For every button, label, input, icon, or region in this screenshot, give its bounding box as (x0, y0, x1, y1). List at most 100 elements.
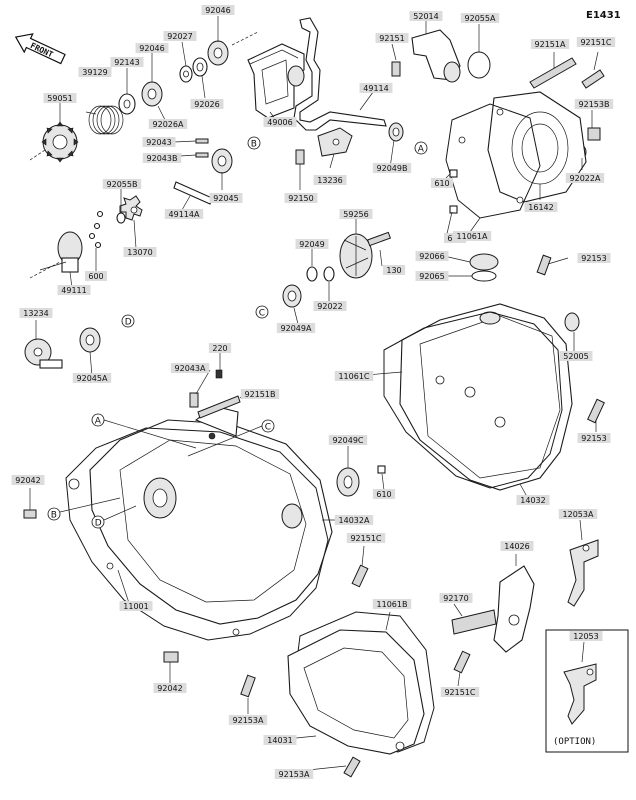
part-label-92046b: 92046 (135, 43, 169, 53)
svg-text:92055A: 92055A (465, 14, 496, 23)
part-label-610c: 610 (372, 489, 396, 499)
part-label-92049b: 92049B (372, 163, 412, 173)
part-label-92153_top: 92153 (577, 253, 611, 263)
pedal-12053A (567, 539, 599, 607)
part-label-13070: 13070 (123, 247, 157, 257)
washer-92022 (323, 266, 335, 282)
svg-text:92153A: 92153A (233, 716, 264, 725)
svg-text:16142: 16142 (528, 203, 553, 212)
crankcase-14032A (89, 405, 333, 625)
svg-text:11061C: 11061C (338, 372, 369, 381)
bolt-92153A-b (343, 756, 361, 778)
part-label-49006: 49006 (263, 117, 297, 127)
svg-text:49114A: 49114A (169, 210, 200, 219)
svg-text:B: B (51, 510, 57, 520)
svg-text:92066: 92066 (419, 252, 444, 261)
pin-92042b (163, 651, 179, 663)
dowel-610c (377, 465, 386, 474)
part-label-610a: 610 (430, 178, 454, 188)
seal-92055B (116, 212, 126, 224)
svg-text:49114: 49114 (363, 84, 388, 93)
svg-text:92042: 92042 (15, 476, 40, 485)
balls-600 (88, 210, 104, 249)
callout-C-upper: C (255, 305, 269, 319)
part-label-92026: 92026 (190, 99, 224, 109)
part-label-92153a_a: 92153A (228, 715, 268, 725)
bolt-92151C-top (581, 69, 605, 89)
part-label-130: 130 (382, 265, 406, 275)
svg-text:610: 610 (434, 179, 449, 188)
part-label-92022a: 92022A (565, 173, 605, 183)
svg-text:92151C: 92151C (350, 534, 381, 543)
svg-text:92151C: 92151C (444, 688, 475, 697)
part-label-52014: 52014 (409, 11, 443, 21)
clutch-cover-14032 (399, 303, 573, 491)
part-label-92043: 92043 (142, 137, 176, 147)
pin-92043B (195, 152, 209, 158)
svg-text:92151C: 92151C (580, 38, 611, 47)
pump-cover-16142 (487, 91, 587, 203)
svg-text:49006: 49006 (267, 118, 292, 127)
svg-text:92153B: 92153B (579, 100, 610, 109)
washer-92143 (118, 93, 136, 115)
bearing-92049A (282, 284, 302, 308)
svg-text:92151B: 92151B (245, 390, 276, 399)
svg-text:92151: 92151 (379, 34, 404, 43)
part-label-11001: 11001 (119, 601, 153, 611)
pin-92042a (23, 509, 37, 519)
cover-14031 (287, 629, 425, 755)
svg-text:12053: 12053 (573, 632, 598, 641)
dowel-610a (449, 169, 458, 178)
bearing-92046a (207, 40, 229, 66)
part-label-11061b: 11061B (372, 599, 412, 609)
svg-text:12053A: 12053A (563, 510, 594, 519)
part-label-92153_mid: 92153 (577, 433, 611, 443)
part-label-12053a: 12053A (558, 509, 598, 519)
bolt-92151A (529, 57, 577, 89)
part-label-92170: 92170 (439, 593, 473, 603)
part-label-92046a: 92046 (201, 5, 235, 15)
svg-text:92022: 92022 (317, 302, 342, 311)
svg-text:D: D (95, 518, 102, 528)
svg-text:92153A: 92153A (279, 770, 310, 779)
part-label-92151c_mid: 92151C (346, 533, 386, 543)
part-label-49114: 49114 (359, 83, 393, 93)
svg-text:92055B: 92055B (107, 180, 138, 189)
svg-text:92026A: 92026A (153, 120, 184, 129)
part-label-92066: 92066 (415, 251, 449, 261)
callout-A-lower: A (91, 413, 105, 427)
bolt-92151B (197, 395, 241, 419)
svg-text:92153: 92153 (581, 434, 606, 443)
svg-text:14026: 14026 (504, 542, 529, 551)
svg-text:14031: 14031 (267, 736, 292, 745)
svg-text:92151A: 92151A (535, 40, 566, 49)
svg-text:92049A: 92049A (281, 324, 312, 333)
part-label-92042a: 92042 (11, 475, 45, 485)
part-label-13236: 13236 (313, 175, 347, 185)
svg-text:11001: 11001 (123, 602, 148, 611)
part-label-92151: 92151 (375, 33, 409, 43)
dowel-610b (449, 205, 458, 214)
svg-text:92043A: 92043A (175, 364, 206, 373)
part-label-600: 600 (84, 271, 108, 281)
bolt-92153-mid (587, 398, 605, 424)
part-label-92153a_b: 92153A (274, 769, 314, 779)
svg-text:92022A: 92022A (570, 174, 601, 183)
bolt-92150 (295, 149, 305, 165)
part-label-92153b: 92153B (574, 99, 614, 109)
part-label-92022: 92022 (313, 301, 347, 311)
svg-text:A: A (418, 144, 425, 154)
bearing-92049B (388, 122, 404, 142)
svg-text:D: D (125, 317, 132, 327)
part-label-14026: 14026 (500, 541, 534, 551)
bolt-92153-top (536, 254, 552, 276)
pump-body-49006 (247, 43, 305, 119)
part-label-92151c_top: 92151C (576, 37, 616, 47)
svg-text:C: C (265, 422, 271, 432)
spring-39129 (88, 105, 124, 135)
svg-text:13070: 13070 (127, 248, 152, 257)
svg-text:13234: 13234 (23, 309, 48, 318)
callout-C-lower: C (261, 419, 275, 433)
